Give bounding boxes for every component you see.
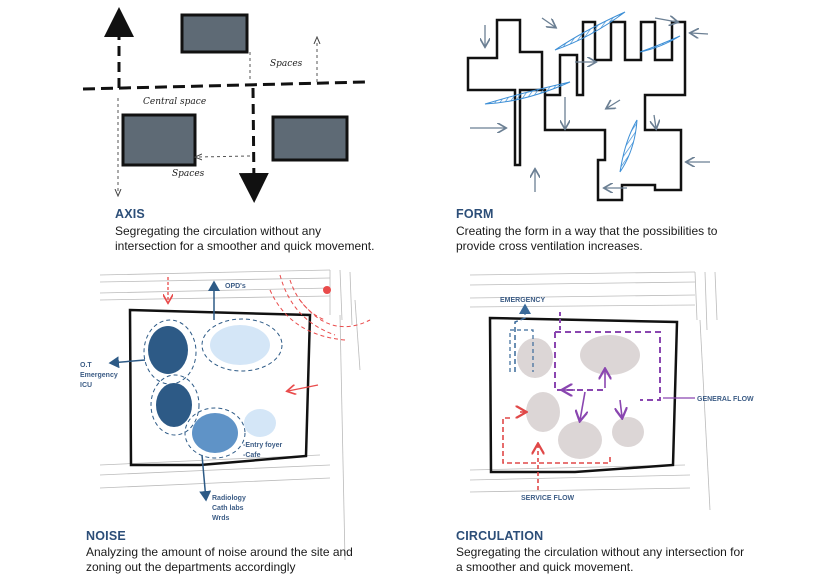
space-block: [121, 113, 197, 167]
zone-icu-halo: [150, 374, 200, 436]
general-flow-arrow: [580, 391, 585, 420]
noise-diagram: OPD's O.T Emergency ICU -Entry foyer -Ca…: [80, 269, 371, 561]
emergency-label: EMERGENCY: [500, 297, 545, 304]
spaces-label-bottom: Spaces: [172, 169, 205, 179]
circulation-title: CIRCULATION: [456, 529, 544, 543]
zone-opd: [210, 325, 270, 365]
general-flow-arrow: [620, 399, 622, 417]
general-flow: [554, 332, 605, 391]
noise-source-dot: [323, 286, 331, 294]
cath-label: Cath labs: [212, 505, 244, 512]
spaces-label-top: Spaces: [270, 59, 303, 69]
space-block: [180, 13, 249, 54]
circulation-diagram: EMERGENCY GENERAL FLOW SERVICE FLOW: [469, 271, 754, 511]
circulation-panel: EMERGENCY GENERAL FLOW SERVICE FLOW CIRC…: [415, 260, 830, 588]
zone-radiology: [192, 413, 238, 453]
zone: [517, 338, 553, 378]
zone-icu: [156, 383, 192, 427]
ventilation-hatch: [619, 119, 638, 173]
ot-arrow: [108, 356, 146, 369]
axis-description: Segregating the circulation without any …: [115, 224, 375, 253]
axis-title: AXIS: [115, 207, 145, 221]
opd-label: OPD's: [225, 283, 246, 290]
ot-label: O.T: [80, 362, 92, 369]
wrds-label: Wrds: [212, 515, 229, 522]
ventilation-hatch: [639, 35, 681, 53]
entry-label: -Entry foyer: [243, 442, 283, 449]
axis-diagram: Central space Spaces Spaces: [82, 7, 366, 203]
vertical-axis-right: [238, 87, 269, 203]
emergency-flow: [514, 303, 531, 372]
site-boundary: [488, 316, 679, 474]
zone: [580, 335, 640, 375]
site-roads: [469, 271, 718, 511]
site-boundary: [128, 308, 312, 467]
axis-panel: Central space Spaces Spaces AXIS Segrega…: [0, 0, 415, 260]
ventilation-hatch: [484, 81, 571, 105]
circulation-description: Segregating the circulation without any …: [456, 545, 745, 574]
wind-arrows: [470, 18, 710, 192]
cafe-label: -Cafe: [243, 452, 261, 459]
noise-panel: OPD's O.T Emergency ICU -Entry foyer -Ca…: [0, 260, 415, 588]
radiology-arrow: [199, 454, 212, 502]
icu-label: ICU: [80, 382, 92, 389]
zone: [558, 421, 602, 459]
form-description: Creating the form in a way that the poss…: [456, 224, 718, 253]
zone-opd-halo: [201, 318, 283, 372]
form-title: FORM: [456, 207, 494, 221]
general-flow: [555, 331, 661, 401]
horizontal-axis: [82, 80, 366, 91]
zone-radiology-halo: [184, 407, 246, 459]
noise-title: NOISE: [86, 529, 126, 543]
secondary-axis: [198, 156, 251, 157]
zone: [612, 417, 644, 447]
zone: [526, 392, 560, 432]
general-flow-label: GENERAL FLOW: [697, 396, 754, 403]
emergency-label: Emergency: [80, 372, 118, 379]
service-flow: [502, 417, 611, 464]
noise-description: Analyzing the amount of noise around the…: [86, 545, 353, 574]
noise-source: [269, 274, 371, 341]
form-panel: FORM Creating the form in a way that the…: [415, 0, 830, 260]
noise-arrow: [288, 384, 319, 391]
space-block: [271, 115, 349, 162]
central-space-label: Central space: [143, 97, 206, 107]
zone-entry: [244, 409, 276, 437]
ventilation-hatch: [554, 11, 626, 51]
radiology-label: Radiology: [212, 495, 246, 502]
zone-ot: [148, 326, 188, 374]
service-flow-label: SERVICE FLOW: [521, 495, 575, 502]
form-diagram: [466, 11, 710, 202]
emergency-flow: [509, 329, 534, 372]
